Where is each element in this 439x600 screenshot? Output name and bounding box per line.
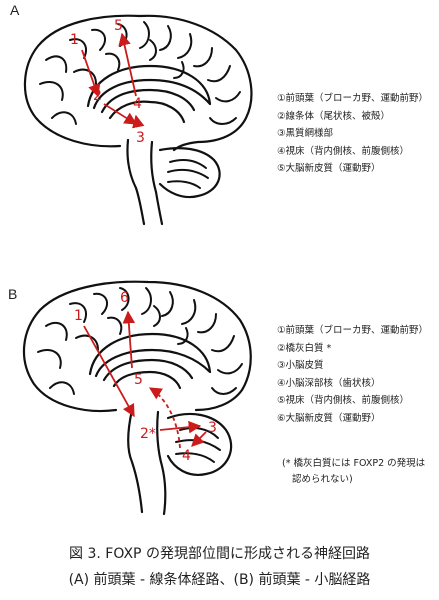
marker-a-4: 4 [133,96,142,112]
arrow-b-5-to-6 [122,310,136,369]
marker-b-4: 4 [182,448,191,464]
marker-b-3: 3 [208,420,217,436]
figure-caption-line-2: (A) 前頭葉 - 線条体経路、(B) 前頭葉 - 小脳経路 [68,572,371,588]
marker-b-1: 1 [74,308,83,324]
arrow-a-2-to-3 [103,103,138,125]
legend-a-item: ①前頭葉（ブローカ野、運動前野） [277,93,429,104]
footnote-line-2: 認められない) [292,474,353,485]
marker-a-5: 5 [114,18,123,34]
legend-b-item: ③小脳皮質 [277,360,324,371]
pathway-arrows-a [81,32,145,129]
legend-b-item: ①前頭葉（ブローカ野、運動前野） [277,325,429,336]
panel-b-label: B [8,286,18,302]
legend-a: ①前頭葉（ブローカ野、運動前野） ②線条体（尾状核、被殻） ③黒質網様部 ④視床… [277,90,428,178]
arrow-a-1-to-2 [81,49,101,98]
figure-caption-line-1: 図 3. FOXP の発現部位間に形成される神経回路 [69,546,370,562]
arrow-b-1-to-2 [83,325,135,418]
legend-a-item: ⑤大脳新皮質（運動野） [277,163,381,174]
panel-a-label: A [10,2,20,18]
marker-a-1: 1 [70,32,79,48]
panel-b-brain-diagram: 1 2* 3 4 5 6 [22,280,252,516]
brain-outline-a [23,14,253,226]
legend-b: ①前頭葉（ブローカ野、運動前野） ②橋灰白質 * ③小脳皮質 ④小脳深部核（歯状… [277,322,428,427]
arrow-b-4-to-5 [148,387,181,449]
markers-b: 1 2* 3 4 5 6 [74,290,217,464]
arrow-a-3-to-4 [132,114,145,129]
legend-b-item: ④小脳深部核（歯状核） [277,377,381,389]
marker-b-6: 6 [120,290,129,306]
legend-b-item: ②橋灰白質 * [277,342,332,354]
arrow-b-2-to-3 [159,420,202,434]
footnote: (* 橋灰白質には FOXP2 の発現は 認められない) [282,456,425,488]
arrow-b-3-to-4 [191,431,207,447]
marker-b-5: 5 [134,372,143,388]
pathway-arrows-b [83,310,207,449]
marker-b-2: 2* [140,426,156,442]
legend-b-item: ⑤視床（背内側核、前腹側核） [277,395,410,406]
brain-outline-b [22,280,252,516]
legend-a-item: ③黒質網様部 [277,128,334,139]
footnote-line-1: (* 橋灰白質には FOXP2 の発現は [282,458,426,469]
marker-a-3: 3 [136,130,145,146]
legend-a-item: ④視床（背内側核、前腹側核） [277,145,410,157]
panel-a-brain-diagram: 1 2 3 4 5 [23,14,253,226]
legend-a-item: ②線条体（尾状核、被殻） [277,110,391,122]
marker-a-2: 2 [93,88,102,104]
arrow-a-4-to-5 [118,32,137,97]
markers-a: 1 2 3 4 5 [70,18,145,146]
legend-b-item: ⑥大脳新皮質（運動野） [277,412,381,424]
